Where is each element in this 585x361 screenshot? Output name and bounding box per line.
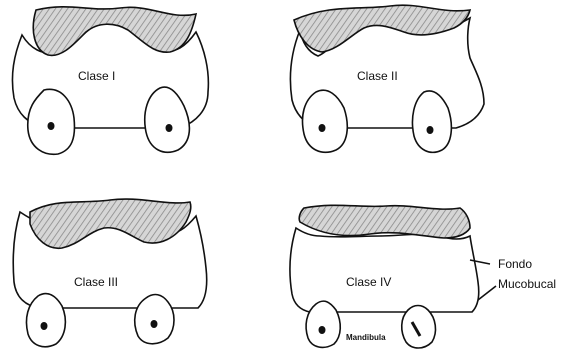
saddle-hatched bbox=[299, 205, 470, 238]
mandibula-label: Mandibula bbox=[346, 333, 386, 342]
root-canal-dot bbox=[151, 320, 158, 328]
root-canal-dot bbox=[48, 122, 55, 130]
root-canal-dot bbox=[319, 326, 326, 334]
label-clase-ii: Clase II bbox=[357, 69, 398, 83]
tooth-right bbox=[402, 306, 436, 349]
mucobucal-label: Mucobucal bbox=[498, 277, 556, 291]
root-canal-dot bbox=[41, 322, 48, 330]
root-canal-dot bbox=[427, 126, 434, 134]
panel-clase-iv: Clase IV Fondo Mucobucal Mandibula bbox=[290, 205, 556, 348]
label-clase-i: Clase I bbox=[78, 69, 115, 83]
label-clase-iii: Clase III bbox=[74, 275, 118, 289]
tooth-left bbox=[26, 294, 65, 347]
panel-clase-i: Clase I bbox=[12, 7, 208, 155]
tooth-left bbox=[306, 301, 340, 347]
root-canal-dot bbox=[319, 124, 326, 132]
fondo-label: Fondo bbox=[498, 257, 532, 271]
label-clase-iv: Clase IV bbox=[346, 275, 391, 289]
tooth-right bbox=[135, 295, 174, 344]
mucobucal-pointer bbox=[478, 286, 496, 300]
root-canal-dot bbox=[166, 124, 173, 132]
panel-clase-iii: Clase III bbox=[13, 199, 206, 347]
panel-clase-ii: Clase II bbox=[290, 5, 484, 152]
jaw-outline bbox=[290, 228, 479, 312]
